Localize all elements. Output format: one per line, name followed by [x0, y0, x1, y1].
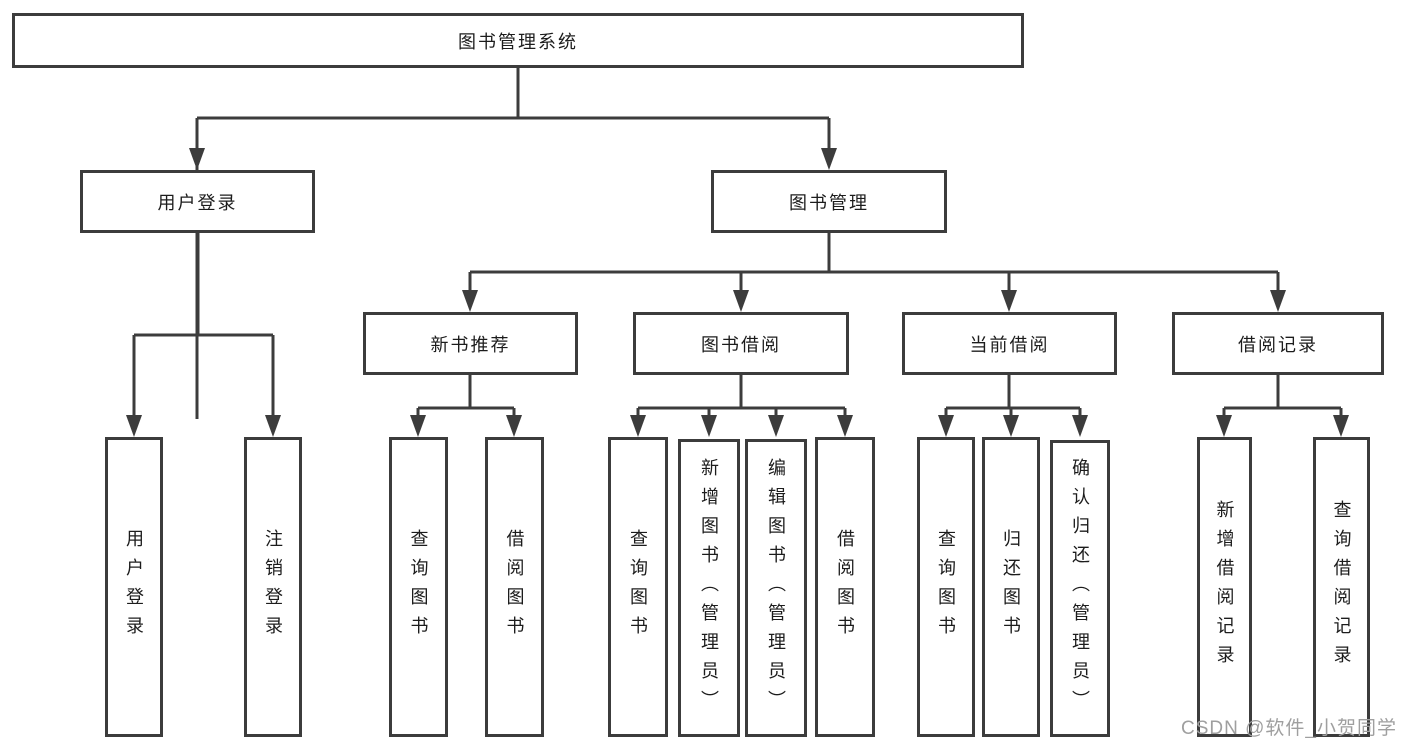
arrow-down-icon — [733, 290, 749, 312]
arrow-down-icon — [1270, 290, 1286, 312]
node-nbr-query: 查询图书 — [389, 437, 448, 737]
arrow-down-icon — [506, 415, 522, 437]
node-label: 图书管理系统 — [458, 31, 578, 52]
node-logout-leaf: 注销登录 — [244, 437, 302, 737]
arrow-down-icon — [768, 415, 784, 437]
arrow-down-icon — [1216, 415, 1232, 437]
connector-currentborrow-to-leaves — [944, 375, 1082, 419]
node-label: 借阅图书 — [504, 529, 525, 645]
node-bb-edit: 编辑图书（管理员） — [745, 439, 807, 737]
arrow-down-icon — [462, 290, 478, 312]
arrow-down-icon — [265, 415, 281, 437]
node-label: 用户登录 — [157, 192, 238, 213]
node-label: 查询图书 — [936, 529, 956, 645]
node-label: 图书借阅 — [701, 334, 781, 355]
arrow-down-icon — [1001, 290, 1017, 312]
node-label: 新增借阅记录 — [1214, 500, 1235, 674]
node-label: 借阅图书 — [835, 529, 855, 645]
node-borrow-records: 借阅记录 — [1172, 312, 1384, 375]
node-cb-return: 归还图书 — [982, 437, 1040, 737]
connector-root-to-level1 — [195, 68, 831, 419]
arrow-down-icon — [821, 148, 837, 170]
arrow-down-icon — [630, 415, 646, 437]
node-label: 查询图书 — [628, 529, 648, 645]
node-label: 注销登录 — [263, 529, 283, 645]
node-label: 新增图书（管理员） — [699, 457, 719, 719]
arrow-down-icon — [1072, 415, 1088, 437]
arrow-down-icon — [189, 148, 205, 170]
node-label: 图书管理 — [789, 192, 869, 213]
node-label: 查询图书 — [408, 529, 429, 645]
node-bb-borrow: 借阅图书 — [815, 437, 875, 737]
node-bb-add: 新增图书（管理员） — [678, 439, 740, 737]
node-user-login: 用户登录 — [80, 170, 315, 233]
node-label: 归还图书 — [1001, 529, 1021, 645]
node-bb-query: 查询图书 — [608, 437, 668, 737]
node-new-book-rec: 新书推荐 — [363, 312, 578, 375]
arrow-down-icon — [701, 415, 717, 437]
node-br-add: 新增借阅记录 — [1197, 437, 1252, 737]
node-label: 新书推荐 — [430, 334, 511, 355]
node-book-mgmt: 图书管理 — [711, 170, 947, 233]
node-label: 当前借阅 — [969, 334, 1050, 355]
node-cb-confirm: 确认归还（管理员） — [1050, 440, 1110, 737]
arrow-down-icon — [837, 415, 853, 437]
node-book-borrow: 图书借阅 — [633, 312, 849, 375]
connector-userlogin-to-leaves — [132, 233, 275, 419]
node-root: 图书管理系统 — [12, 13, 1024, 68]
node-cb-query: 查询图书 — [917, 437, 975, 737]
arrow-down-icon — [1333, 415, 1349, 437]
watermark: CSDN @软件_小贺同学 — [1181, 718, 1397, 739]
connector-newbookrec-to-leaves — [416, 375, 516, 419]
node-label: 查询借阅记录 — [1331, 500, 1352, 674]
node-nbr-borrow: 借阅图书 — [485, 437, 544, 737]
connector-bookborrow-to-leaves — [636, 375, 847, 419]
arrow-down-icon — [1003, 415, 1019, 437]
node-label: 确认归还（管理员） — [1070, 458, 1090, 719]
arrow-down-icon — [410, 415, 426, 437]
arrow-down-icon — [126, 415, 142, 437]
node-current-borrow: 当前借阅 — [902, 312, 1117, 375]
node-label: 用户登录 — [124, 529, 144, 645]
node-label: 借阅记录 — [1238, 334, 1318, 355]
node-user-login-leaf: 用户登录 — [105, 437, 163, 737]
connector-borrowrecords-to-leaves — [1222, 375, 1343, 419]
node-label: 编辑图书（管理员） — [766, 457, 786, 719]
node-br-query: 查询借阅记录 — [1313, 437, 1370, 737]
connector-bookmgmt-to-level2 — [468, 233, 1280, 294]
arrow-down-icon — [938, 415, 954, 437]
